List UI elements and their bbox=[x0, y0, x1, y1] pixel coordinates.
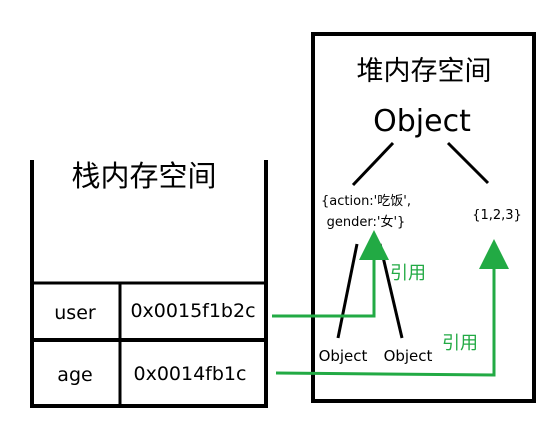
stack-row-user-name: user bbox=[54, 302, 96, 324]
root-left-branch bbox=[351, 141, 395, 187]
age-reference-arrow bbox=[275, 239, 509, 377]
reference-label-user: 引用 bbox=[390, 263, 426, 284]
reference-label-age: 引用 bbox=[442, 333, 478, 354]
heap-title: 堆内存空间 bbox=[357, 56, 492, 87]
stack-row-user-value: 0x0015f1b2c bbox=[130, 300, 255, 322]
heap-memory: 堆内存空间 Object {action:'吃饭', gender:'女'} {… bbox=[311, 32, 536, 403]
heap-box bbox=[311, 32, 536, 403]
object-right-branch bbox=[378, 243, 404, 339]
root-right-branch bbox=[446, 141, 490, 185]
array-literal: {1,2,3} bbox=[472, 208, 522, 223]
stack-title: 栈内存空间 bbox=[71, 159, 216, 193]
stack-memory: 栈内存空间 user 0x0015f1b2c age 0x0014fb1c bbox=[30, 159, 268, 408]
child-object-left: Object bbox=[319, 347, 368, 365]
object-literal-line2: gender:'女'} bbox=[327, 214, 406, 230]
reference-arrows: 引用 引用 bbox=[272, 230, 509, 377]
object-literal-line1: {action:'吃饭', bbox=[321, 193, 411, 209]
stack-row-age-name: age bbox=[57, 364, 92, 386]
heap-root-object: Object bbox=[373, 104, 471, 139]
object-left-branch bbox=[336, 243, 359, 339]
stack-row-age-value: 0x0014fb1c bbox=[134, 363, 247, 385]
user-reference-arrow bbox=[272, 230, 389, 318]
child-object-right: Object bbox=[384, 347, 433, 365]
